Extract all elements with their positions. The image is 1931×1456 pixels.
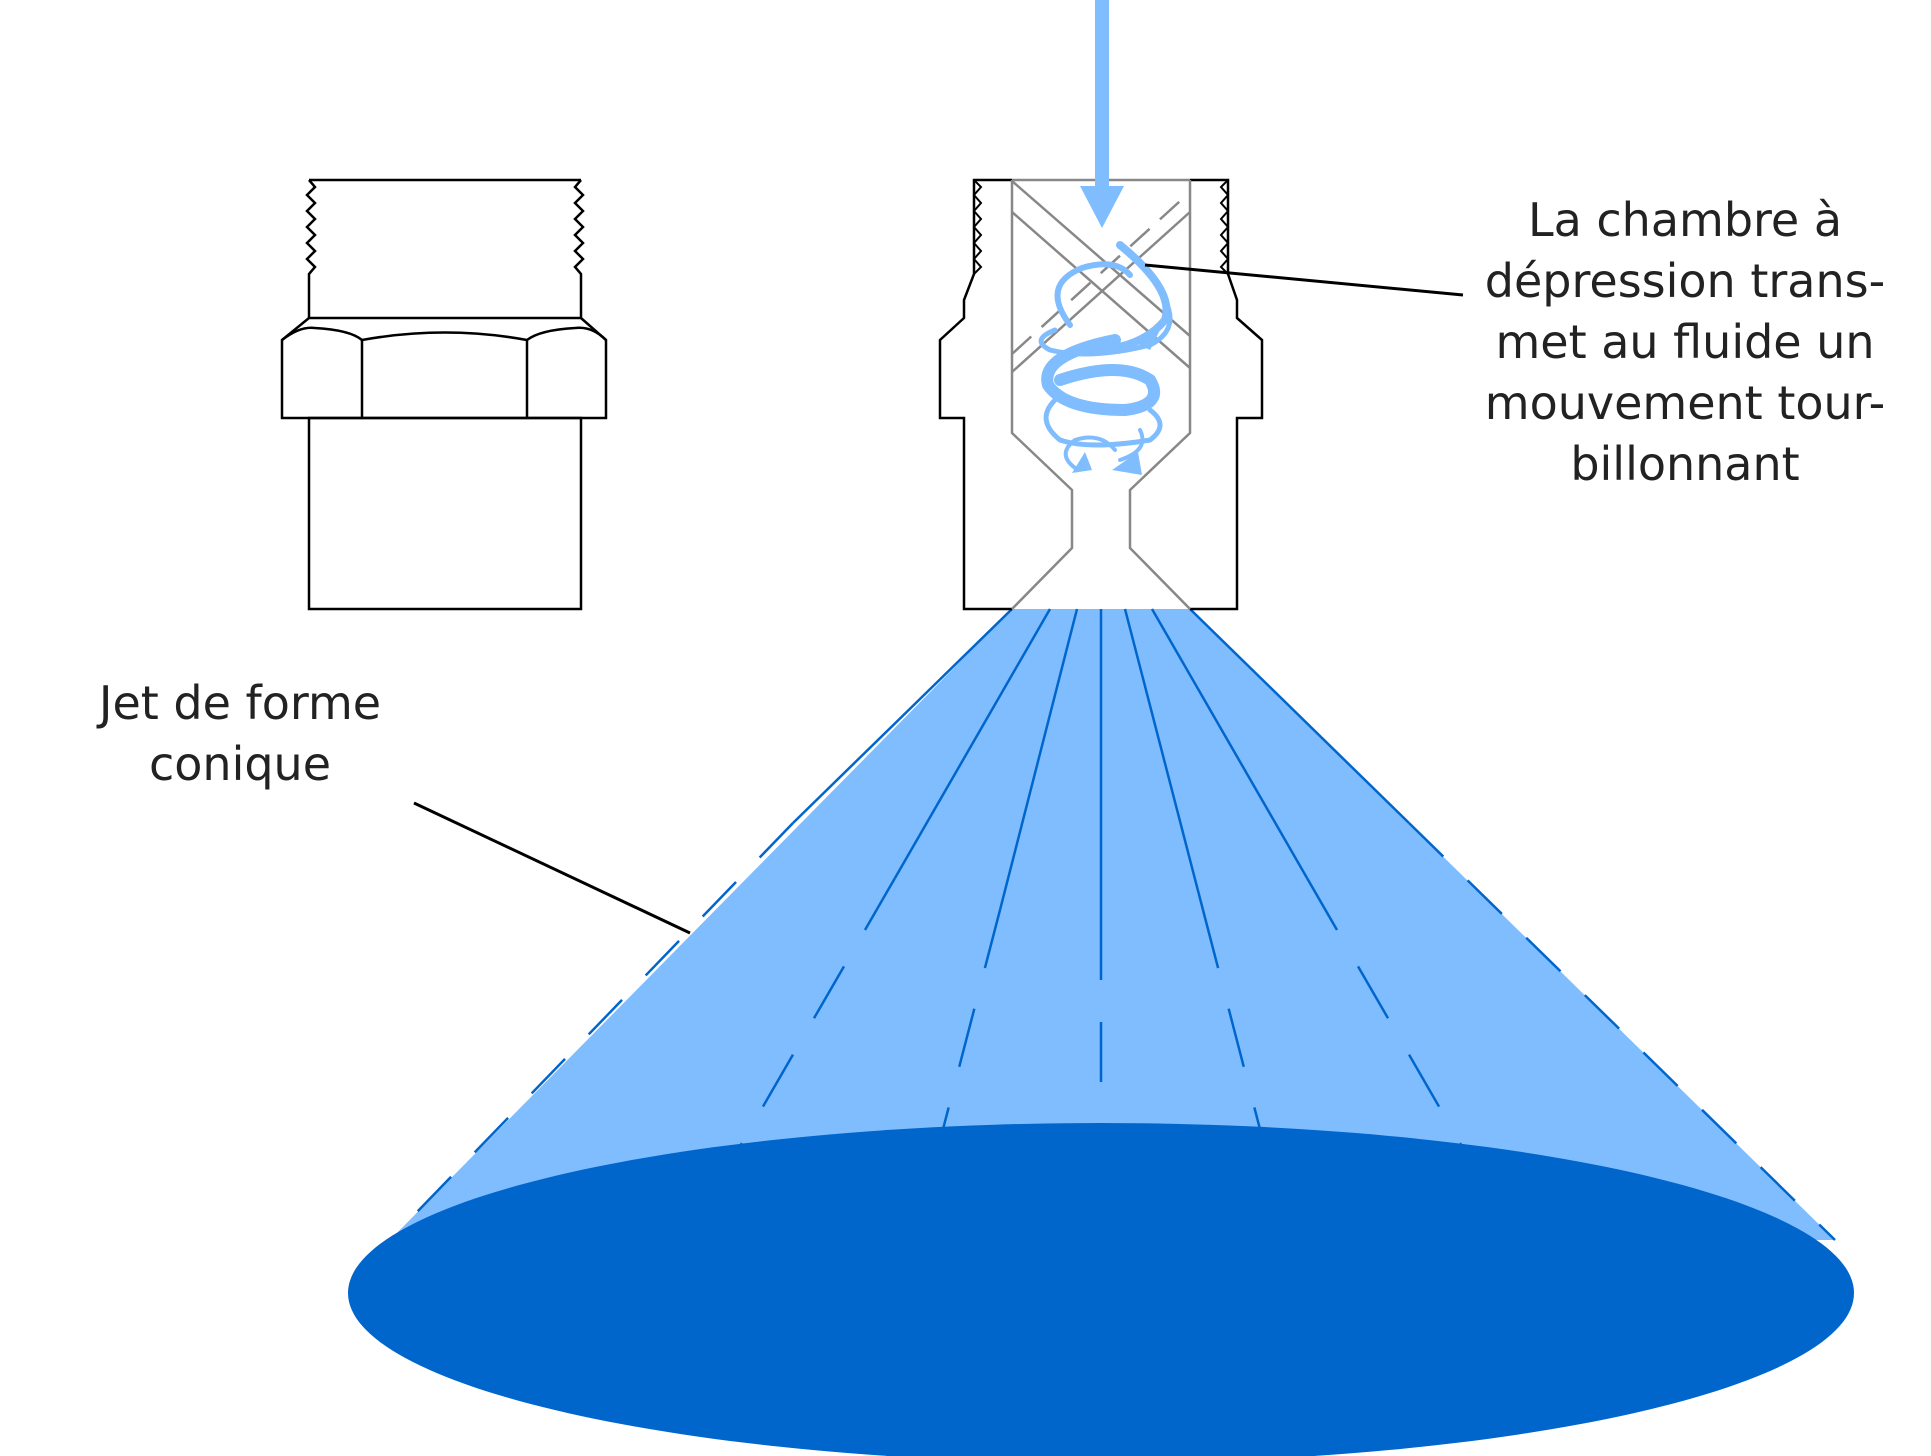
hex-nut: [280, 316, 608, 420]
jet-label: Jet de forme conique: [60, 673, 420, 795]
chamber-label-line-2: dépression trans-: [1484, 254, 1886, 308]
spray-cone-fill: [390, 609, 1835, 1240]
swirl-chamber: [1010, 178, 1192, 610]
inlet-flow-arrow: [1080, 0, 1124, 228]
chamber-label-line-3: met au fluide un: [1495, 315, 1875, 369]
spray-streamlines: [389, 608, 1836, 1241]
chamber-label-line-1: La chambre à: [1527, 193, 1843, 247]
nozzle-body-left: [307, 416, 583, 611]
spray-cone: [348, 608, 1854, 1456]
nozzle-external-view: [280, 178, 608, 611]
leader-line-chamber: [1144, 263, 1464, 297]
jet-label-line-2: conique: [148, 737, 332, 791]
chamber-label: La chambre à dépression trans- met au fl…: [1455, 190, 1915, 495]
jet-label-line-1: Jet de forme: [98, 676, 382, 730]
nozzle-cross-section: [938, 0, 1264, 611]
chamber-label-line-5: billonnant: [1570, 437, 1800, 491]
spray-impact-ellipse: [348, 1123, 1854, 1456]
swirl-flow: [1038, 241, 1173, 475]
nozzle-housing-section: [938, 178, 1264, 611]
chamber-label-line-4: mouvement tour-: [1484, 376, 1886, 430]
thread-section-left: [305, 178, 585, 318]
leader-line-jet: [413, 801, 691, 935]
